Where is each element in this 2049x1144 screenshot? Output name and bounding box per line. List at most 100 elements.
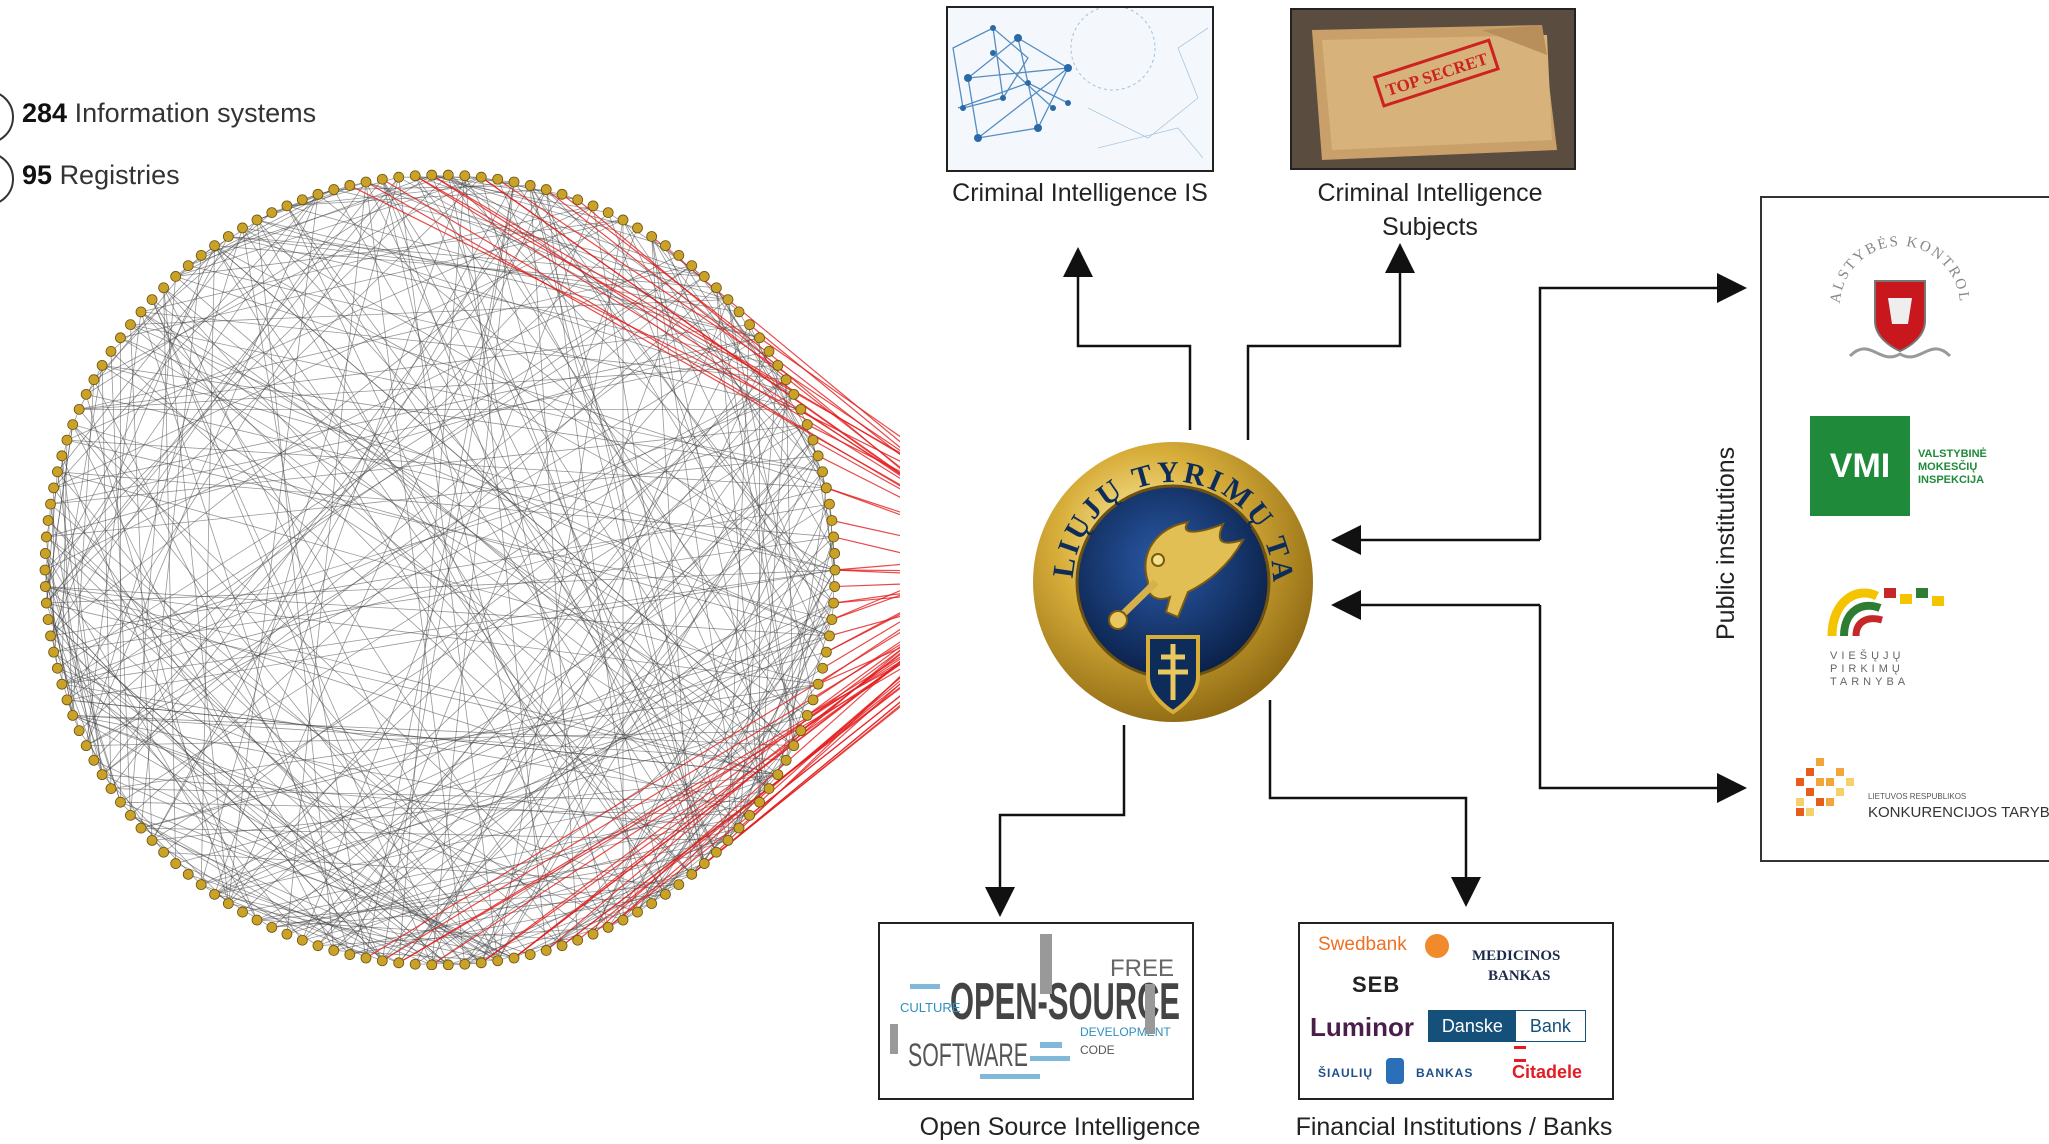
osint-word-free: FREE bbox=[1110, 955, 1174, 982]
red-link bbox=[715, 675, 900, 853]
red-link bbox=[826, 487, 900, 513]
network-node bbox=[266, 207, 278, 218]
network-edge bbox=[110, 683, 819, 789]
network-edge bbox=[214, 683, 819, 895]
network-edge bbox=[50, 503, 830, 637]
vpt-name-line2: PIRKIMŲ bbox=[1830, 663, 1904, 675]
arrow-to-ci-is bbox=[1063, 247, 1192, 430]
network-edge bbox=[414, 699, 814, 965]
network-edge bbox=[200, 177, 400, 885]
network-edge bbox=[545, 189, 638, 913]
network-node bbox=[88, 754, 100, 766]
red-link bbox=[822, 621, 900, 669]
network-edge bbox=[415, 175, 705, 277]
red-link bbox=[480, 649, 900, 964]
network-edge bbox=[79, 324, 750, 410]
network-node bbox=[182, 868, 194, 880]
network-edge bbox=[431, 265, 693, 966]
network-edge bbox=[53, 365, 103, 653]
red-link bbox=[431, 174, 900, 475]
network-edge bbox=[545, 189, 823, 473]
red-link bbox=[812, 439, 900, 490]
network-edge bbox=[120, 379, 787, 803]
network-edge bbox=[46, 602, 112, 789]
citadele-logo: Citadele bbox=[1512, 1062, 1583, 1082]
red-link bbox=[833, 536, 900, 554]
network-node bbox=[73, 725, 85, 737]
network-node bbox=[105, 346, 117, 357]
red-link bbox=[749, 324, 900, 449]
network-edge bbox=[140, 311, 787, 381]
network-node bbox=[788, 388, 800, 400]
network-edge bbox=[317, 927, 609, 947]
network-node bbox=[817, 466, 828, 478]
network-node bbox=[459, 170, 471, 182]
network-node bbox=[73, 403, 85, 415]
network-node bbox=[158, 282, 170, 294]
network-node bbox=[540, 184, 552, 195]
network-node bbox=[52, 466, 63, 478]
network-edge bbox=[738, 311, 814, 441]
network-node bbox=[686, 868, 698, 880]
network-node bbox=[795, 725, 807, 737]
vmi-name-line3: INSPEKCIJA bbox=[1918, 474, 1985, 486]
red-link bbox=[826, 487, 900, 516]
network-edge bbox=[47, 520, 515, 959]
network-node bbox=[492, 173, 504, 185]
network-edge bbox=[85, 265, 189, 395]
network-edge bbox=[188, 189, 334, 267]
network-edge bbox=[651, 730, 802, 904]
red-link bbox=[831, 594, 900, 621]
network-edges bbox=[44, 174, 836, 966]
network-edge bbox=[110, 351, 131, 816]
network-edge bbox=[45, 586, 750, 816]
network-edge bbox=[61, 393, 794, 685]
network-edge bbox=[44, 255, 679, 571]
osint-word-culture: CULTURE bbox=[900, 1000, 961, 1015]
network-node bbox=[646, 231, 658, 242]
network-node bbox=[67, 710, 79, 721]
danske-label: Danske bbox=[1429, 1011, 1516, 1041]
red-link bbox=[806, 656, 900, 716]
network-edge bbox=[61, 569, 836, 685]
network-node bbox=[88, 374, 100, 386]
network-node bbox=[780, 754, 792, 766]
network-node bbox=[125, 809, 136, 821]
network-edge bbox=[151, 840, 319, 947]
network-edge bbox=[349, 893, 666, 955]
network-edge bbox=[727, 715, 808, 841]
network-edge bbox=[200, 245, 215, 885]
network-node bbox=[710, 846, 722, 858]
network-edge bbox=[72, 715, 638, 913]
network-node bbox=[587, 200, 599, 212]
luminor-logo: Luminor bbox=[1310, 1012, 1414, 1042]
network-edge bbox=[163, 287, 177, 864]
network-edge bbox=[398, 176, 794, 395]
network-edge bbox=[57, 471, 103, 775]
network-edge bbox=[256, 219, 638, 913]
osint-image: OPEN-SOURCE SOFTWARE FREE CULTURE DEVELO… bbox=[878, 922, 1194, 1100]
network-node bbox=[96, 769, 108, 781]
network-node bbox=[360, 176, 372, 188]
network-node bbox=[763, 783, 775, 794]
network-edge bbox=[175, 245, 215, 277]
network-edge bbox=[622, 827, 740, 921]
network-edge bbox=[85, 194, 319, 746]
network-edge bbox=[214, 893, 515, 959]
network-edge bbox=[302, 602, 834, 941]
network-node bbox=[646, 898, 658, 909]
network-edge bbox=[214, 245, 609, 928]
network-node bbox=[772, 359, 784, 371]
network-edge bbox=[545, 189, 705, 864]
red-link bbox=[826, 613, 900, 653]
ci-is-caption: Criminal Intelligence IS bbox=[952, 179, 1208, 207]
network-node bbox=[812, 450, 824, 462]
red-link bbox=[365, 631, 900, 959]
stat-number: 284 bbox=[22, 98, 68, 128]
network-edge bbox=[130, 299, 728, 326]
network-edge bbox=[381, 179, 653, 904]
network-node bbox=[475, 171, 487, 183]
network-edge bbox=[448, 174, 787, 381]
network-edge bbox=[61, 440, 68, 685]
